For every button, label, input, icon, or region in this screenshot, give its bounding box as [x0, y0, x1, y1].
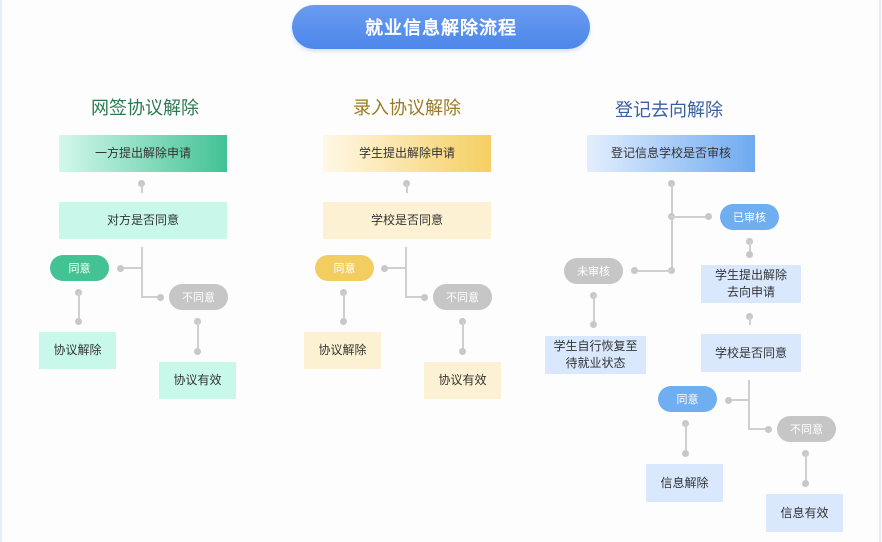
connector-dot [75, 318, 82, 325]
connector-dot [117, 265, 124, 272]
connector-line [405, 184, 408, 193]
connector-dot [403, 180, 410, 187]
branch-line [748, 380, 750, 430]
result-restore-status: 学生自行恢复至 待就业状态 [545, 336, 646, 374]
connector-dot [381, 265, 388, 272]
step-school-decision: 学校是否同意 [701, 334, 801, 372]
connector-dot [802, 480, 809, 487]
connector-line [748, 241, 751, 253]
branch-line [670, 184, 673, 271]
result-info-valid: 信息有效 [766, 494, 843, 532]
page-title: 就业信息解除流程 [292, 5, 590, 49]
branch-line [634, 269, 671, 272]
connector-line [461, 321, 464, 351]
connector-dot [459, 348, 466, 355]
step-decision: 对方是否同意 [59, 202, 227, 239]
branch-line [748, 428, 768, 430]
connector-dot [705, 213, 712, 220]
connector-line [196, 321, 199, 351]
step-withdraw-request: 学生提出解除 去向申请 [701, 265, 801, 303]
connector-dot [590, 321, 597, 328]
connector-dot [194, 348, 201, 355]
disagree-pill: 不同意 [777, 416, 836, 442]
disagree-pill: 不同意 [433, 284, 492, 310]
branch-line [405, 296, 425, 298]
connector-line [748, 316, 751, 325]
section-title: 登记去向解除 [615, 100, 723, 121]
branch-line [671, 215, 707, 218]
agree-pill: 同意 [50, 255, 109, 281]
connector-dot [421, 294, 428, 301]
step-withdraw-request-line1: 学生提出解除 [714, 268, 787, 282]
agree-pill: 同意 [658, 386, 717, 412]
branch-line [141, 296, 161, 298]
step-decision: 学校是否同意 [323, 202, 491, 239]
branch-line [141, 247, 143, 297]
result-terminated: 协议解除 [39, 332, 116, 369]
connector-dot [340, 318, 347, 325]
connector-dot [746, 251, 753, 258]
connector-dot [668, 267, 675, 274]
branch-line [405, 247, 407, 297]
connector-dot [725, 397, 732, 404]
branch-line [728, 399, 749, 401]
step-request: 学生提出解除申请 [323, 135, 491, 172]
disagree-pill: 不同意 [169, 284, 228, 310]
connector-line [77, 292, 80, 322]
step-review-check: 登记信息学校是否审核 [587, 135, 755, 172]
result-valid: 协议有效 [424, 362, 501, 399]
result-restore-status-line1: 学生自行恢复至 [553, 339, 638, 353]
connector-dot [682, 450, 689, 457]
branch-line [121, 267, 142, 269]
connector-dot [765, 426, 772, 433]
connector-dot [668, 180, 675, 187]
connector-line [342, 292, 345, 322]
result-valid: 协议有效 [159, 362, 236, 399]
reviewed-pill: 已审核 [720, 204, 779, 230]
section-title: 网签协议解除 [91, 98, 199, 119]
connector-line [684, 423, 687, 453]
connector-dot [631, 267, 638, 274]
result-info-terminated: 信息解除 [646, 464, 723, 502]
agree-pill: 同意 [315, 255, 374, 281]
section-title: 录入协议解除 [353, 98, 461, 119]
connector-line [140, 184, 143, 193]
result-terminated: 协议解除 [304, 332, 381, 369]
connector-dot [157, 294, 164, 301]
connector-dot [138, 180, 145, 187]
step-request: 一方提出解除申请 [59, 135, 227, 172]
connector-line [804, 453, 807, 483]
connector-line [592, 295, 595, 323]
branch-line [385, 267, 406, 269]
result-restore-status-line2: 待就业状态 [565, 356, 626, 370]
not-reviewed-pill: 未审核 [564, 258, 623, 284]
step-withdraw-request-line2: 去向申请 [726, 285, 775, 299]
